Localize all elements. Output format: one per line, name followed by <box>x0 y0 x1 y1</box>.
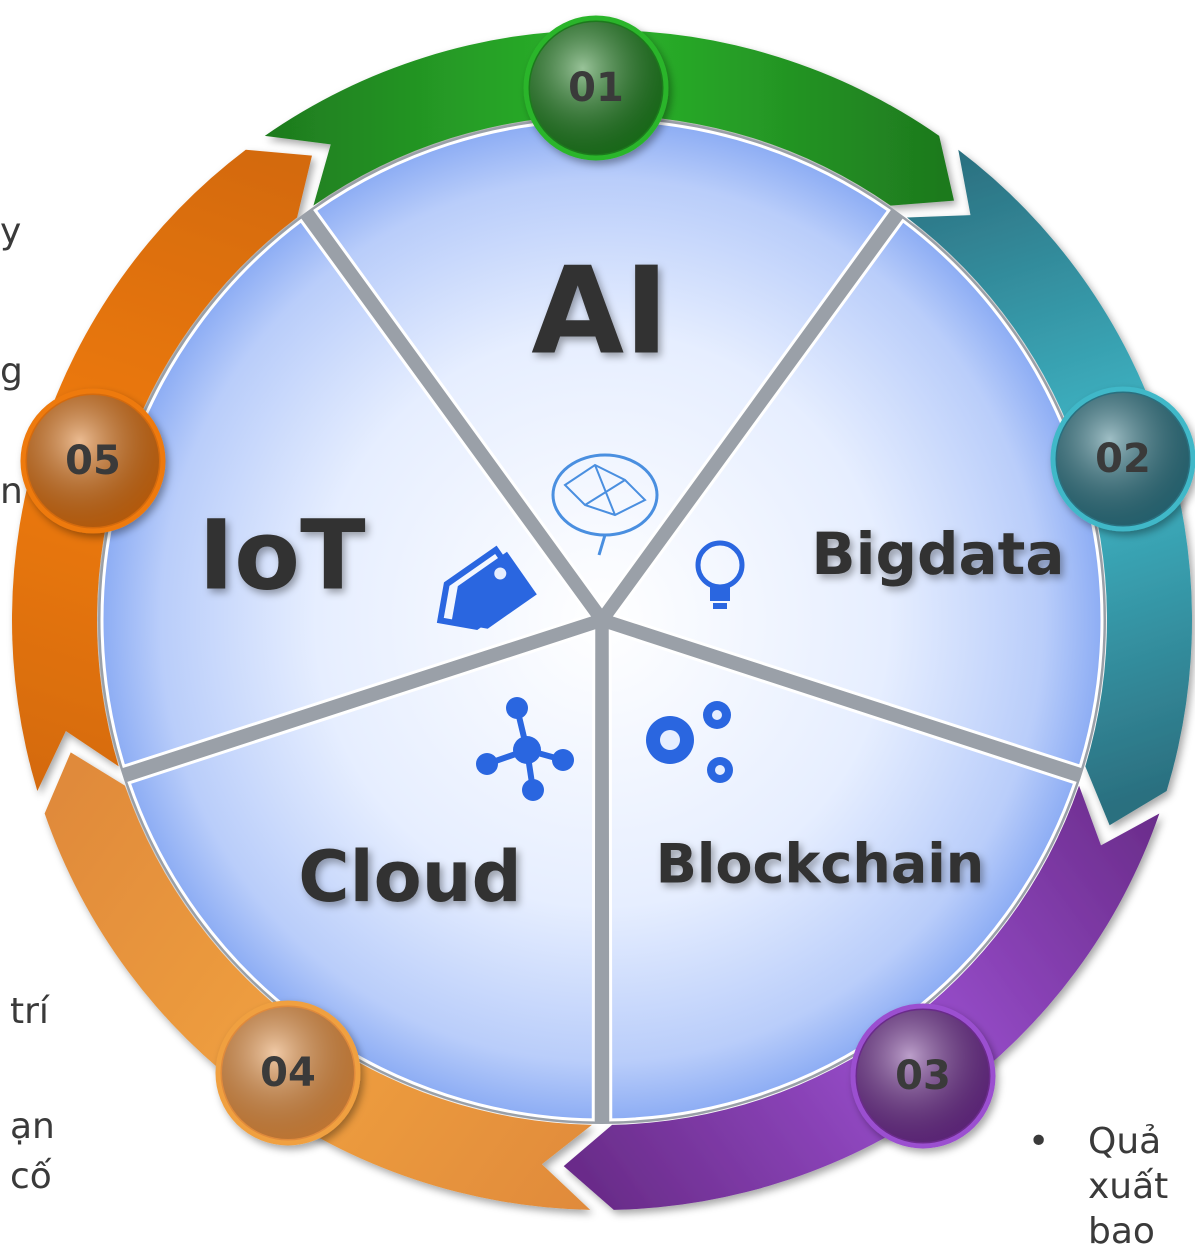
left-text-fragment: cố <box>10 1156 52 1197</box>
network-nodes-icon <box>476 697 574 801</box>
left-text-fragment: g <box>0 351 23 392</box>
left-text-fragment: trí <box>10 991 49 1032</box>
number-label: 01 <box>568 65 624 111</box>
right-text-fragment: xuất <box>1088 1166 1169 1207</box>
ring-arrow-segment <box>906 149 1192 826</box>
ring-arrow-segment <box>12 149 312 792</box>
number-badge-05: 05 <box>20 388 166 534</box>
number-label: 02 <box>1095 436 1151 482</box>
left-text-fragment: y <box>0 211 22 252</box>
segment-label-blockchain: Blockchain <box>656 833 985 896</box>
number-badge-03: 03 <box>850 1003 996 1149</box>
number-badge-04: 04 <box>215 1000 361 1146</box>
tags-icon <box>436 545 537 630</box>
number-label: 03 <box>895 1053 951 1099</box>
number-label: 05 <box>65 438 121 484</box>
number-label: 04 <box>260 1050 316 1096</box>
right-text-fragment: Quả <box>1088 1121 1162 1162</box>
number-badge-02: 02 <box>1050 386 1195 532</box>
number-badge-01: 01 <box>523 15 669 161</box>
ring-arrow-segment <box>563 785 1160 1210</box>
segment-label-iot: IoT <box>198 499 365 611</box>
left-text-fragment: n <box>0 471 23 512</box>
segment-label-bigdata: Bigdata <box>811 520 1064 588</box>
gears-icon <box>646 701 733 783</box>
segment-label-cloud: Cloud <box>298 836 521 918</box>
brain-icon <box>551 453 659 556</box>
right-text-fragment: bao <box>1088 1211 1155 1252</box>
segment-label-ai: AI <box>531 243 669 382</box>
bullet-marker: • <box>1028 1121 1050 1162</box>
ring-arrow-segment <box>264 29 955 206</box>
lightbulb-icon <box>695 540 745 609</box>
left-text-fragment: ạn <box>10 1106 55 1147</box>
